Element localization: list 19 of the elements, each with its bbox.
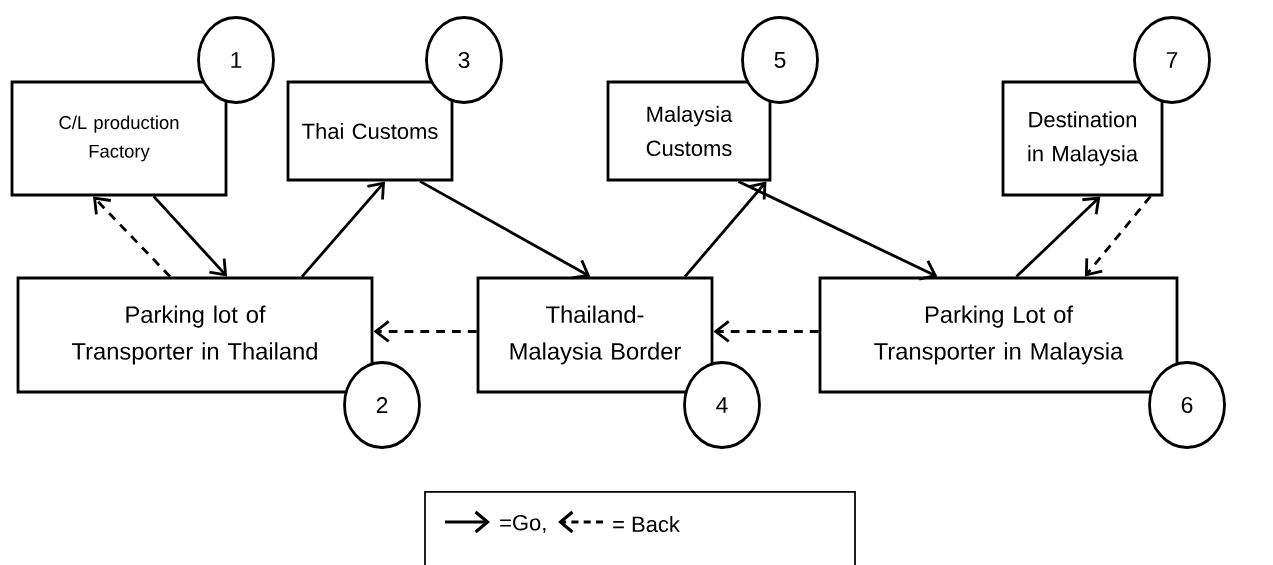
arrow — [1015, 196, 1101, 278]
process-box: Parking lot of Transporter in Thailand — [16, 276, 374, 394]
process-box: Thailand-Malaysia Border — [476, 276, 714, 394]
process-box: Malaysia Customs — [606, 80, 772, 182]
legend-text: =Go, — [500, 514, 546, 534]
process-box: Thai Customs — [286, 80, 454, 182]
arrow — [301, 181, 385, 278]
dashed-arrow — [373, 320, 477, 343]
dashed-arrow — [713, 320, 819, 343]
arrow — [737, 180, 938, 281]
process-box: C/L production Factory — [10, 80, 228, 197]
legend-text: = Back — [613, 515, 680, 533]
arrow — [152, 195, 228, 277]
process-box: Destination in Malaysia — [1001, 80, 1164, 197]
dashed-arrow — [1084, 195, 1152, 277]
dashed-arrow — [93, 196, 172, 278]
process-box: Parking Lot of Transporter in Malaysia — [818, 276, 1179, 394]
arrow — [683, 181, 767, 278]
arrow — [419, 180, 591, 280]
